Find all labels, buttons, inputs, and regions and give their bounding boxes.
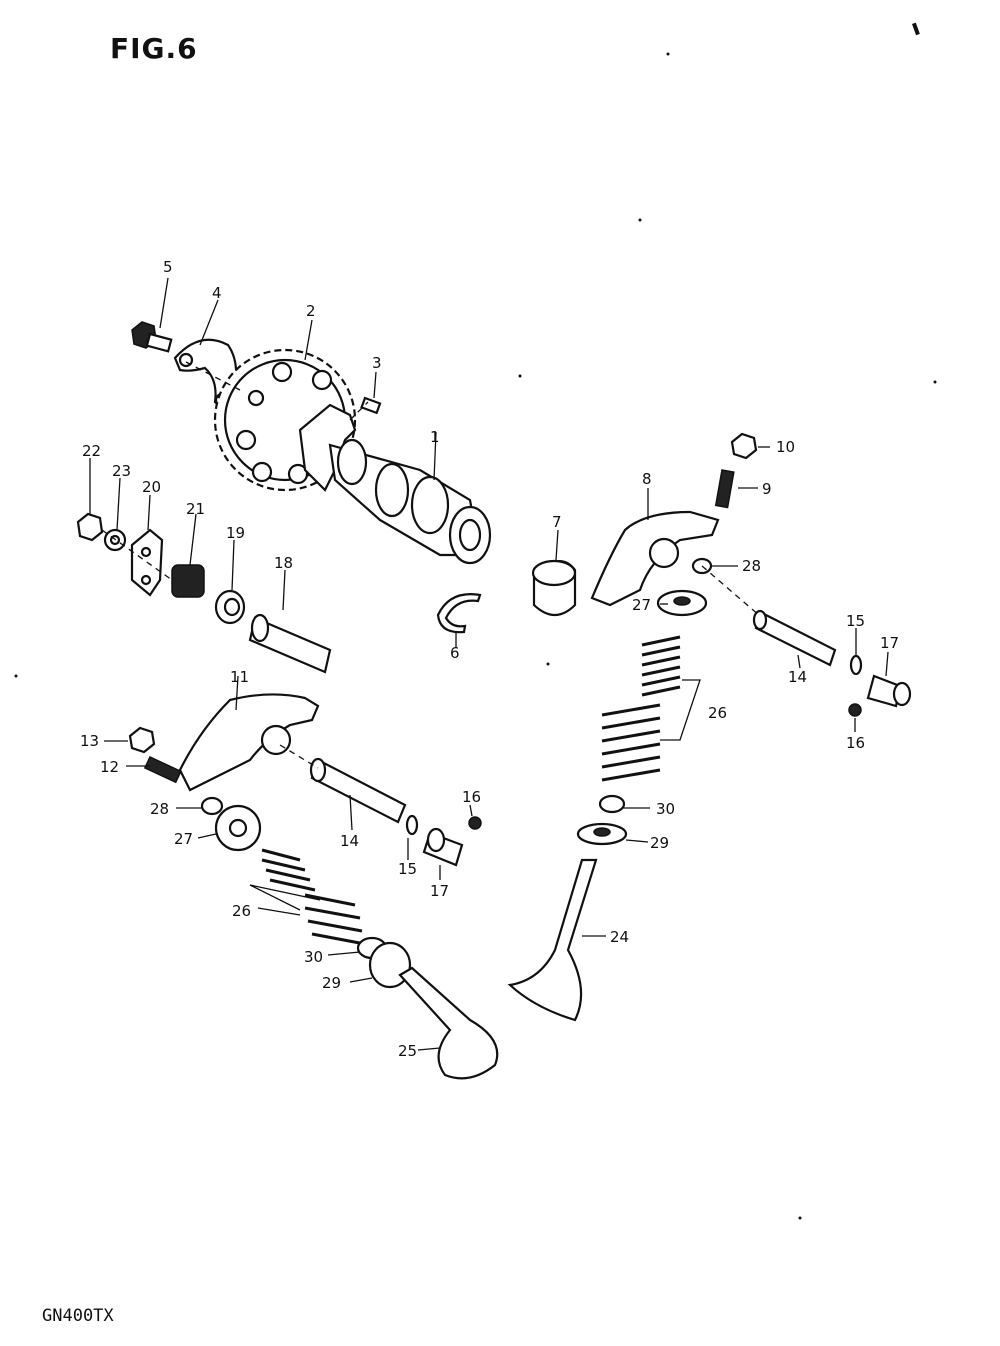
- part-retainer-27-right: [656, 589, 708, 617]
- callout-28-right: 28: [742, 557, 761, 575]
- part-cap-17-left: [422, 827, 464, 867]
- part-rocker-arm-11: [178, 693, 320, 792]
- leader-lines: [89, 277, 889, 1051]
- callout-9: 9: [762, 480, 772, 498]
- callout-27-right: 27: [632, 596, 651, 614]
- part-nut-22: [76, 512, 104, 542]
- part-cap-7: [531, 559, 577, 617]
- callout-25: 25: [398, 1042, 417, 1060]
- callout-29-left: 29: [322, 974, 341, 992]
- part-o-ring-15-left: [405, 814, 419, 836]
- part-pad-28-left: [200, 796, 224, 816]
- part-spring-21: [171, 564, 205, 598]
- callout-8: 8: [642, 470, 652, 488]
- part-cap-17-right: [866, 674, 912, 708]
- part-shaft-14-right: [752, 609, 837, 667]
- part-screw-12: [143, 756, 182, 784]
- callout-26-left: 26: [232, 902, 251, 920]
- part-screw-16-left: [468, 816, 482, 830]
- callout-labels: 5 4 2 3 1 10 9 8 28 7 27 15 17 14 16 22 …: [80, 258, 899, 1060]
- callout-5: 5: [163, 258, 173, 276]
- callout-7: 7: [552, 513, 562, 531]
- callout-1: 1: [430, 428, 440, 446]
- callout-22: 22: [82, 442, 101, 460]
- part-camshaft-1: [298, 403, 492, 565]
- part-pin-3: [360, 396, 382, 415]
- callout-3: 3: [372, 354, 382, 372]
- part-valve-25: [398, 966, 499, 1080]
- callout-14-right: 14: [788, 668, 807, 686]
- callout-27-left: 27: [174, 830, 193, 848]
- callout-16-right: 16: [846, 734, 865, 752]
- callout-21: 21: [186, 500, 205, 518]
- callout-23: 23: [112, 462, 131, 480]
- part-cotter-30-right: [598, 794, 626, 814]
- part-springs-26-left: [261, 848, 366, 946]
- callout-24: 24: [610, 928, 629, 946]
- callout-29-right: 29: [650, 834, 669, 852]
- figure-title: FIG.6: [110, 32, 198, 65]
- part-clip-6: [436, 593, 482, 634]
- callout-15-left: 15: [398, 860, 417, 878]
- part-shaft-14-left: [309, 757, 407, 824]
- callout-11: 11: [230, 668, 249, 686]
- callout-6: 6: [450, 644, 460, 662]
- scan-specks: [14, 22, 937, 1220]
- part-seat-29-right: [576, 822, 628, 846]
- part-bearing-19: [214, 589, 246, 625]
- part-retainer-27-left: [214, 804, 262, 852]
- callout-13: 13: [80, 732, 99, 750]
- callout-26-right: 26: [708, 704, 727, 722]
- callout-30-right: 30: [656, 800, 675, 818]
- callout-14-left: 14: [340, 832, 359, 850]
- callout-20: 20: [142, 478, 161, 496]
- part-bolt-5: [131, 321, 173, 353]
- callout-2: 2: [306, 302, 316, 320]
- part-screw-16-right: [848, 703, 862, 717]
- part-rocker-arm-8: [590, 510, 720, 607]
- part-springs-26-right: [601, 635, 681, 782]
- part-shaft-18: [248, 613, 332, 674]
- callout-19: 19: [226, 524, 245, 542]
- callout-28-left: 28: [150, 800, 169, 818]
- callout-12: 12: [100, 758, 119, 776]
- callout-16-left: 16: [462, 788, 481, 806]
- callout-17-left: 17: [430, 882, 449, 900]
- callout-15-right: 15: [846, 612, 865, 630]
- part-nut-10: [730, 432, 758, 460]
- part-o-ring-15-right: [849, 654, 863, 676]
- callout-17-right: 17: [880, 634, 899, 652]
- model-code: GN400TX: [42, 1306, 114, 1326]
- callout-10: 10: [776, 438, 795, 456]
- callout-30-left: 30: [304, 948, 323, 966]
- part-adjusting-screw-9: [714, 469, 735, 509]
- alignment-lines: [101, 361, 761, 769]
- part-nut-13: [128, 726, 156, 754]
- callout-4: 4: [212, 284, 222, 302]
- part-valve-24: [507, 858, 598, 1022]
- callout-18: 18: [274, 554, 293, 572]
